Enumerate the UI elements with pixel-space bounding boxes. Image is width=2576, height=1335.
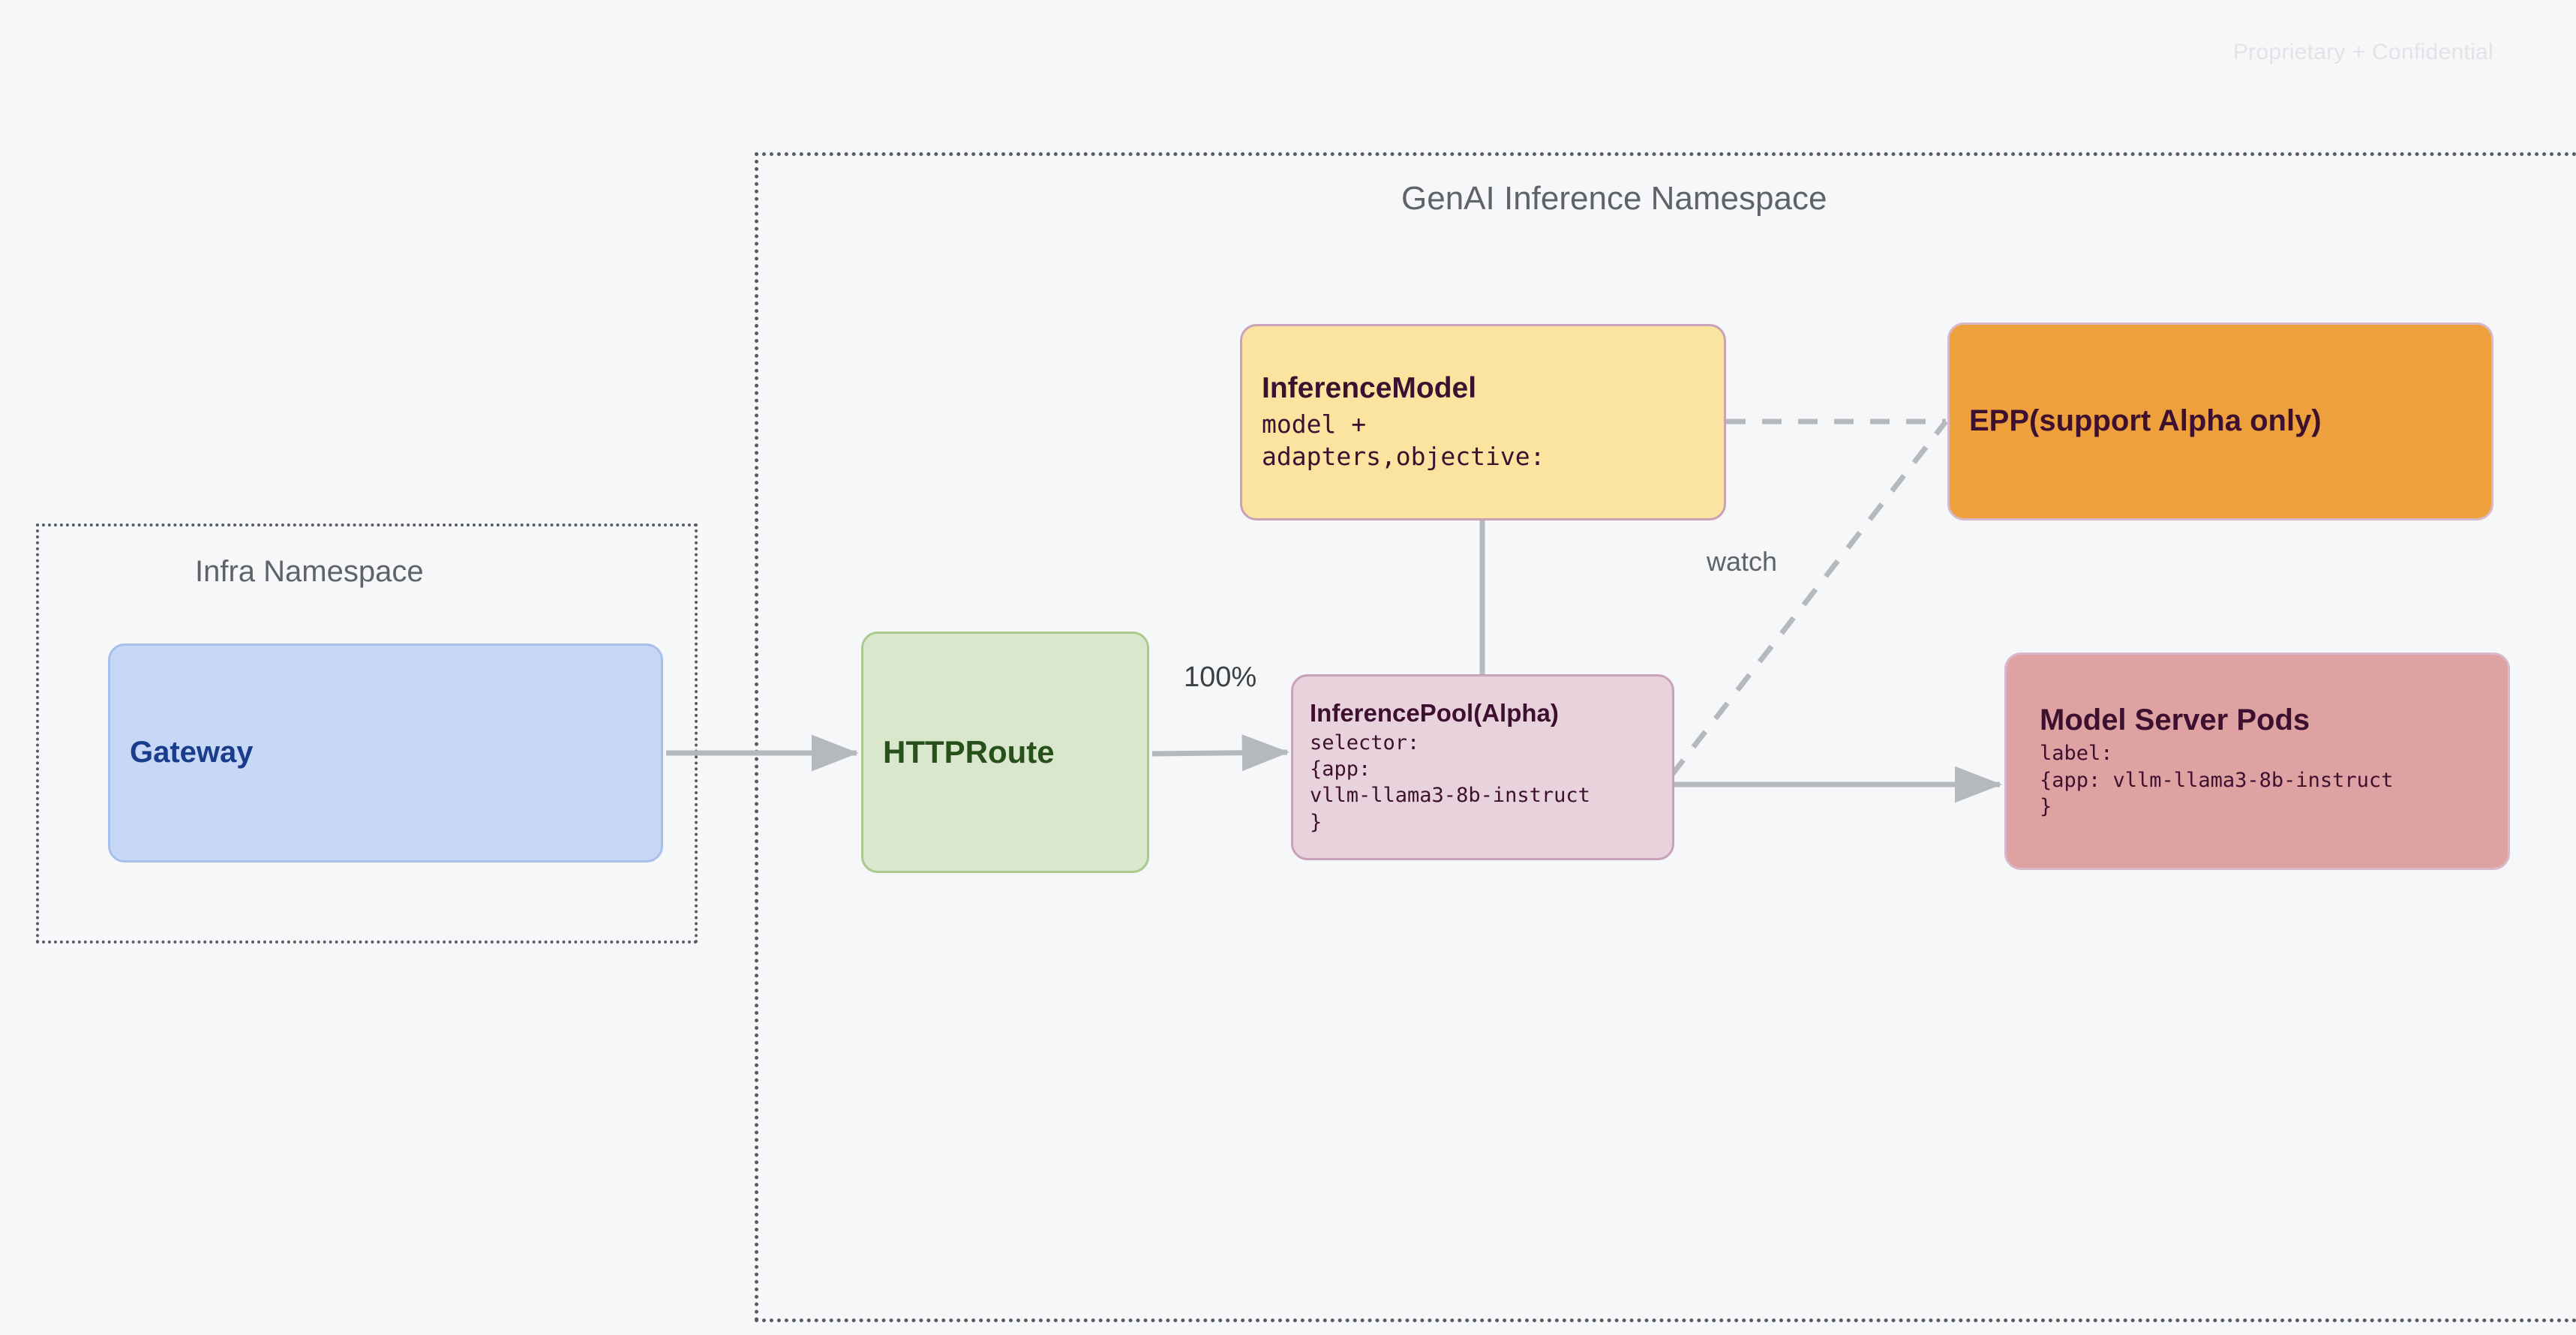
- node-model-server-pods-detail: label: {app: vllm-llama3-8b-instruct }: [2040, 742, 2394, 818]
- node-httproute[interactable]: HTTPRoute: [861, 632, 1149, 873]
- node-epp-body: EPP(support Alpha only): [1950, 325, 2491, 518]
- node-inference-model-body: InferenceModel model + adapters,objectiv…: [1242, 326, 1724, 518]
- node-model-server-pods-title: Model Server Pods: [2040, 704, 2310, 737]
- edge-label-traffic-weight: 100%: [1184, 662, 1257, 693]
- node-httproute-body: HTTPRoute: [863, 634, 1147, 871]
- node-gateway[interactable]: Gateway: [108, 644, 663, 862]
- genai-namespace-boundary: [755, 152, 2576, 1322]
- infra-namespace-label: Infra Namespace: [195, 555, 424, 588]
- node-epp[interactable]: EPP(support Alpha only): [1947, 322, 2493, 520]
- node-inference-model-detail: model + adapters,objective:: [1262, 410, 1545, 471]
- node-inference-pool-title: InferencePool(Alpha): [1310, 699, 1559, 728]
- node-epp-title: EPP(support Alpha only): [1969, 404, 2322, 438]
- node-inference-model-title: InferenceModel: [1262, 372, 1477, 405]
- genai-namespace-label: GenAI Inference Namespace: [1401, 180, 1827, 217]
- node-inference-pool-body: InferencePool(Alpha) selector: {app: vll…: [1293, 676, 1672, 858]
- node-inference-model[interactable]: InferenceModel model + adapters,objectiv…: [1240, 324, 1726, 520]
- node-model-server-pods[interactable]: Model Server Pods label: {app: vllm-llam…: [2004, 652, 2510, 870]
- node-gateway-body: Gateway: [110, 646, 661, 860]
- node-httproute-title: HTTPRoute: [883, 734, 1055, 770]
- node-model-server-pods-body: Model Server Pods label: {app: vllm-llam…: [2007, 655, 2508, 868]
- edge-label-watch: watch: [1707, 546, 1778, 577]
- node-inference-pool-detail: selector: {app: vllm-llama3-8b-instruct …: [1310, 731, 1590, 834]
- node-gateway-title: Gateway: [130, 736, 254, 770]
- node-inference-pool[interactable]: InferencePool(Alpha) selector: {app: vll…: [1291, 674, 1674, 860]
- infra-namespace-boundary: [36, 524, 698, 944]
- confidentiality-watermark: Proprietary + Confidential: [2232, 40, 2493, 64]
